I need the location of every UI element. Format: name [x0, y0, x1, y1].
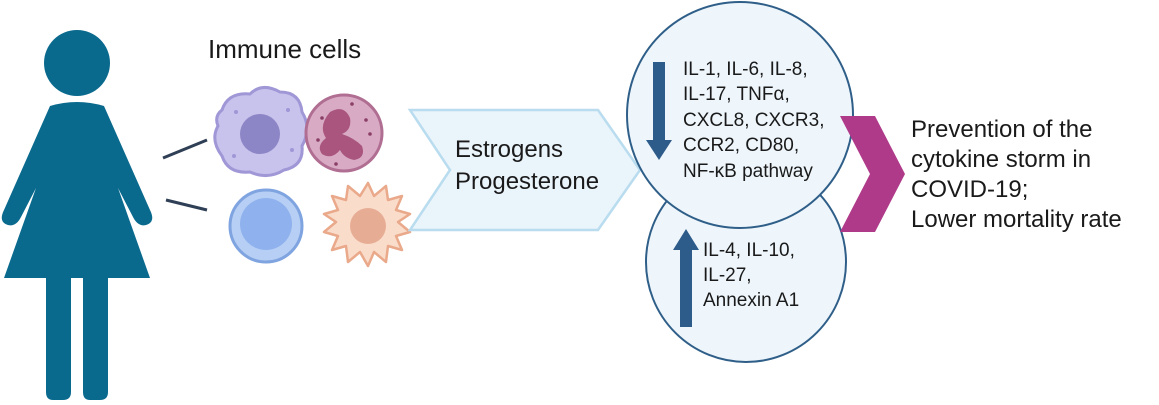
outcome-line: COVID-19; — [911, 176, 1028, 203]
outcome-line: Prevention of the — [911, 116, 1092, 143]
outcome-line: cytokine storm in — [911, 146, 1091, 173]
immune-cells-title: Immune cells — [208, 34, 361, 64]
chevron-right-icon — [840, 116, 905, 232]
woman-figure-icon — [1, 30, 153, 400]
dendritic-cell-icon — [322, 181, 412, 268]
downregulated-item: CCR2, CD80, — [683, 135, 799, 156]
lymphocyte-icon — [228, 188, 304, 264]
down-arrow-icon — [646, 62, 672, 160]
neutrophil-icon — [304, 93, 384, 173]
upregulated-item: Annexin A1 — [703, 290, 799, 311]
outcome-line: Lower mortality rate — [911, 206, 1122, 233]
macrophage-icon — [213, 86, 309, 177]
connector-line-bottom — [165, 198, 208, 212]
downregulated-item: NF-κB pathway — [683, 161, 813, 182]
hormone-label-estrogens: Estrogens — [455, 136, 563, 163]
downregulated-item: IL-17, TNFα, — [683, 84, 790, 105]
upregulated-item: IL-27, — [703, 265, 752, 286]
up-arrow-icon — [673, 229, 699, 327]
hormone-label-progesterone: Progesterone — [455, 168, 599, 195]
hormone-arrow-shape — [407, 108, 642, 232]
upregulated-item: IL-4, IL-10, — [703, 240, 795, 261]
downregulated-item: CXCL8, CXCR3, — [683, 110, 825, 131]
connector-line-top — [162, 138, 208, 160]
downregulated-circle — [626, 1, 854, 229]
downregulated-item: IL-1, IL-6, IL-8, — [683, 59, 808, 80]
